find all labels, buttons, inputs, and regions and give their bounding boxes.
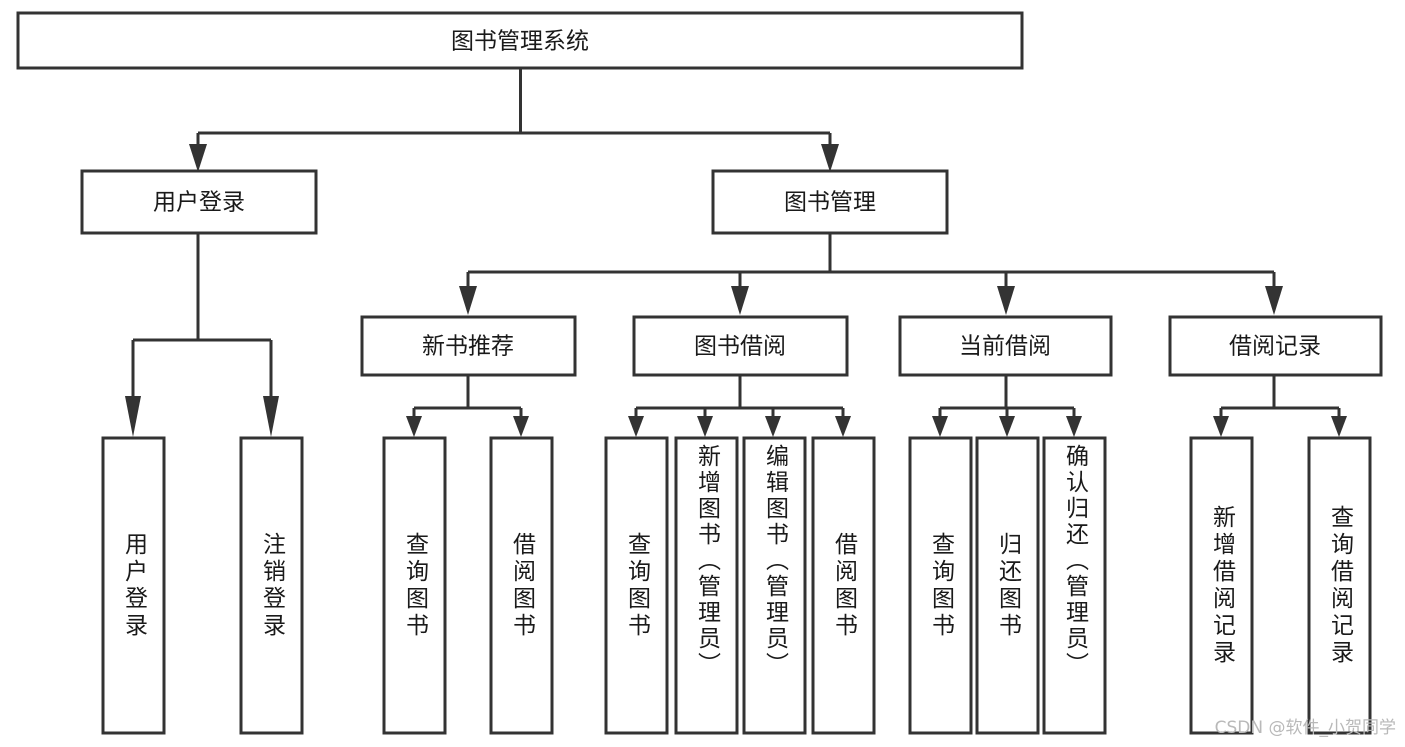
arrow-login-to-l2 (263, 396, 279, 437)
arrow-bookmgmt-to-current (997, 286, 1015, 315)
leaf-borrow-edit-book-box[interactable] (742, 436, 807, 735)
connector-layer (125, 68, 1347, 437)
leaf-current-confirm-return[interactable]: 确认归还（管理员） (1042, 436, 1107, 735)
arrow-bookmgmt-to-borrow (731, 286, 749, 315)
leaf-newbook-query-book-box[interactable] (382, 436, 447, 735)
leaf-borrow-edit-book-label: 编辑图书（管理员） (761, 444, 788, 678)
leaf-borrow-add-book-text-area: 新增图书（管理员） (693, 444, 720, 678)
leaf-login-logout-box[interactable] (239, 436, 304, 735)
arrow-login-to-l1 (125, 396, 141, 437)
node-login-box[interactable] (80, 169, 318, 235)
leaf-record-add-record-box[interactable] (1189, 436, 1254, 735)
node-root[interactable]: 图书管理系统 (16, 11, 1024, 70)
leaf-login-user-login-label: 用户登录 (120, 531, 147, 640)
node-book-management[interactable]: 图书管理 (711, 169, 949, 235)
node-current-borrow[interactable]: 当前借阅 (898, 315, 1113, 377)
leaf-current-return-book-box[interactable] (975, 436, 1040, 735)
leaf-current-confirm-return-box[interactable] (1042, 436, 1107, 735)
node-new-book-recommend-box[interactable] (360, 315, 577, 377)
arrow-current-to-c1 (932, 416, 948, 437)
arrow-root-to-bookmgmt (821, 144, 839, 172)
leaf-borrow-borrow-book-text-area: 借阅图书 (830, 531, 857, 640)
leaf-newbook-borrow-book-text-area: 借阅图书 (508, 531, 535, 640)
leaf-record-query-record-text-area: 查询借阅记录 (1326, 504, 1353, 667)
leaf-newbook-query-book[interactable]: 查询图书 (382, 436, 447, 735)
node-borrow-record[interactable]: 借阅记录 (1168, 315, 1383, 377)
arrow-borrow-to-b3 (765, 416, 781, 437)
leaf-login-user-login-text-area: 用户登录 (120, 531, 147, 640)
node-book-borrow-label: 图书借阅 (694, 334, 786, 360)
leaf-borrow-edit-book-text-area: 编辑图书（管理员） (761, 444, 788, 678)
leaf-borrow-borrow-book[interactable]: 借阅图书 (811, 436, 876, 735)
arrow-root-to-login (189, 144, 207, 172)
leaf-login-logout[interactable]: 注销登录 (239, 436, 304, 735)
node-login-label: 用户登录 (153, 190, 245, 216)
leaf-borrow-query-book-box[interactable] (604, 436, 669, 735)
arrow-bookmgmt-to-newbook (459, 286, 477, 315)
node-borrow-record-box[interactable] (1168, 315, 1383, 377)
leaf-borrow-borrow-book-box[interactable] (811, 436, 876, 735)
arrow-newbook-to-n1 (406, 416, 422, 437)
leaf-record-add-record-text-area: 新增借阅记录 (1208, 504, 1235, 667)
arrow-borrow-to-b1 (628, 416, 644, 437)
arrow-current-to-c2 (999, 416, 1015, 437)
leaf-current-query-book-box[interactable] (908, 436, 973, 735)
leaf-newbook-borrow-book[interactable]: 借阅图书 (489, 436, 554, 735)
node-login[interactable]: 用户登录 (80, 169, 318, 235)
leaf-record-add-record[interactable]: 新增借阅记录 (1189, 436, 1254, 735)
leaf-record-add-record-label: 新增借阅记录 (1208, 504, 1235, 667)
leaf-current-return-book-label: 归还图书 (994, 531, 1021, 640)
leaf-current-query-book-text-area: 查询图书 (927, 531, 954, 640)
node-new-book-recommend-label: 新书推荐 (422, 334, 514, 360)
arrow-newbook-to-n2 (513, 416, 529, 437)
leaf-record-query-record-box[interactable] (1307, 436, 1372, 735)
leaf-borrow-borrow-book-label: 借阅图书 (830, 531, 857, 640)
leaf-current-query-book[interactable]: 查询图书 (908, 436, 973, 735)
leaf-newbook-query-book-label: 查询图书 (401, 531, 428, 640)
leaf-current-confirm-return-label: 确认归还（管理员） (1061, 444, 1088, 678)
arrow-record-to-r1 (1213, 416, 1229, 437)
watermark-label: CSDN @软件_小贺同学 (1215, 718, 1396, 738)
arrow-record-to-r2 (1331, 416, 1347, 437)
node-root-box[interactable] (16, 11, 1024, 70)
leaf-login-logout-text-area: 注销登录 (258, 531, 285, 640)
leaf-newbook-borrow-book-label: 借阅图书 (508, 531, 535, 640)
leaf-login-user-login[interactable]: 用户登录 (101, 436, 166, 735)
leaf-login-logout-label: 注销登录 (258, 531, 285, 640)
node-new-book-recommend[interactable]: 新书推荐 (360, 315, 577, 377)
leaf-record-query-record-label: 查询借阅记录 (1326, 504, 1353, 667)
leaf-current-confirm-return-text-area: 确认归还（管理员） (1061, 444, 1088, 678)
leaf-record-query-record[interactable]: 查询借阅记录 (1307, 436, 1372, 735)
node-current-borrow-box[interactable] (898, 315, 1113, 377)
leaf-borrow-add-book-label: 新增图书（管理员） (693, 444, 720, 678)
node-borrow-record-label: 借阅记录 (1229, 334, 1321, 360)
arrow-borrow-to-b4 (835, 416, 851, 437)
leaf-current-return-book-text-area: 归还图书 (994, 531, 1021, 640)
leaf-borrow-query-book-text-area: 查询图书 (623, 531, 650, 640)
node-current-borrow-label: 当前借阅 (959, 334, 1051, 360)
leaf-borrow-query-book[interactable]: 查询图书 (604, 436, 669, 735)
leaf-current-query-book-label: 查询图书 (927, 531, 954, 640)
node-book-management-box[interactable] (711, 169, 949, 235)
leaf-borrow-edit-book[interactable]: 编辑图书（管理员） (742, 436, 807, 735)
arrow-borrow-to-b2 (697, 416, 713, 437)
leaf-newbook-query-book-text-area: 查询图书 (401, 531, 428, 640)
leaf-borrow-add-book-box[interactable] (674, 436, 739, 735)
leaf-borrow-query-book-label: 查询图书 (623, 531, 650, 640)
node-root-label: 图书管理系统 (451, 29, 589, 55)
node-book-management-label: 图书管理 (784, 190, 876, 216)
leaf-newbook-borrow-book-box[interactable] (489, 436, 554, 735)
arrow-current-to-c3 (1066, 416, 1082, 437)
leaf-login-user-login-box[interactable] (101, 436, 166, 735)
leaf-current-return-book[interactable]: 归还图书 (975, 436, 1040, 735)
node-book-borrow-box[interactable] (632, 315, 849, 377)
arrow-bookmgmt-to-record (1265, 286, 1283, 315)
leaf-borrow-add-book[interactable]: 新增图书（管理员） (674, 436, 739, 735)
node-book-borrow[interactable]: 图书借阅 (632, 315, 849, 377)
